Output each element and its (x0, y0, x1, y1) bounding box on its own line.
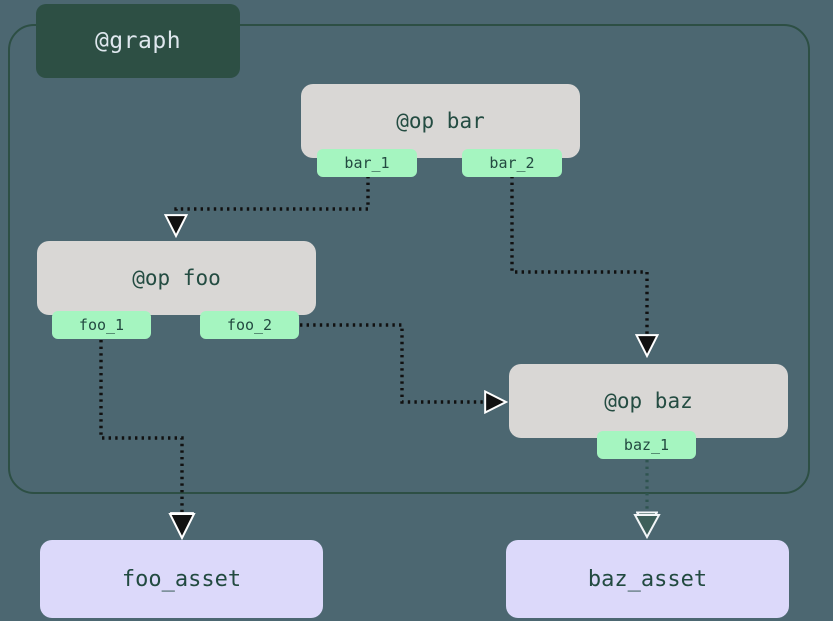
port-baz-1[interactable]: baz_1 (597, 431, 696, 459)
graph-container (8, 24, 810, 494)
port-bar-1[interactable]: bar_1 (317, 149, 417, 177)
op-node-baz-label: @op baz (604, 389, 693, 413)
port-bar-2[interactable]: bar_2 (462, 149, 562, 177)
port-baz-1-label: baz_1 (623, 436, 670, 454)
asset-node-baz-asset-label: baz_asset (587, 566, 708, 592)
port-bar-1-label: bar_1 (344, 154, 390, 172)
asset-node-baz-asset[interactable]: baz_asset (506, 540, 789, 618)
port-foo-1[interactable]: foo_1 (52, 311, 151, 339)
asset-node-foo-asset[interactable]: foo_asset (40, 540, 323, 618)
op-node-bar[interactable]: @op bar (301, 84, 580, 158)
arrowhead-foo-asset (168, 513, 196, 541)
op-node-baz[interactable]: @op baz (509, 364, 788, 438)
asset-node-foo-asset-label: foo_asset (121, 566, 242, 592)
op-node-foo[interactable]: @op foo (37, 241, 316, 315)
port-foo-1-label: foo_1 (78, 316, 125, 334)
port-bar-2-label: bar_2 (489, 154, 535, 172)
graph-title-label: @graph (94, 28, 182, 54)
op-node-foo-label: @op foo (132, 266, 221, 290)
op-node-bar-label: @op bar (396, 109, 485, 133)
port-foo-2-label: foo_2 (226, 316, 273, 334)
graph-title-chip[interactable]: @graph (36, 4, 240, 78)
arrowhead-baz-asset (633, 514, 661, 540)
port-foo-2[interactable]: foo_2 (200, 311, 299, 339)
